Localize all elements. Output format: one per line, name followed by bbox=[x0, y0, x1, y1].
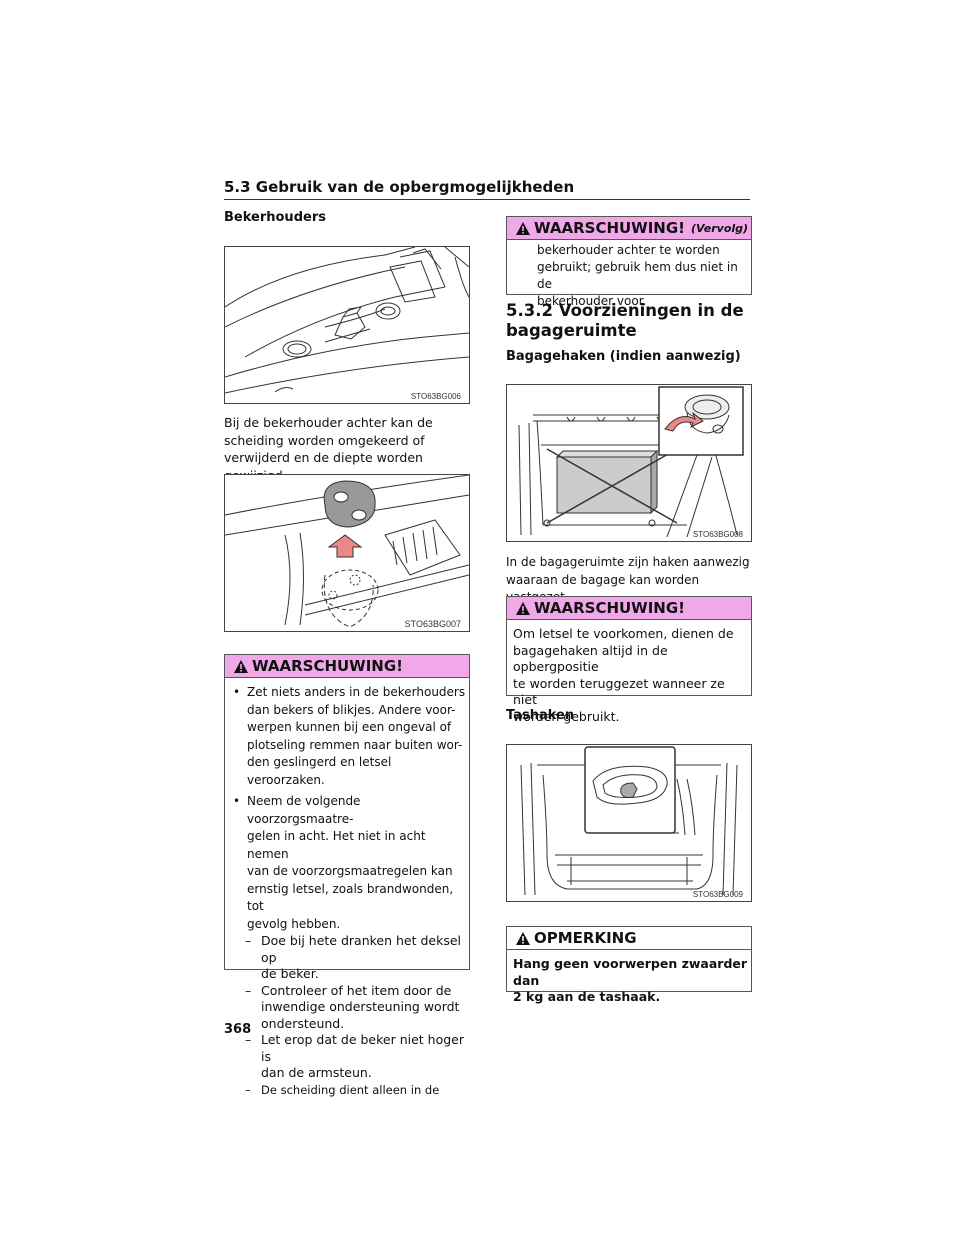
section-title: 5.3 Gebruik van de opbergmogelijkheden bbox=[224, 178, 575, 196]
dash-mark: – bbox=[245, 933, 252, 948]
bullet-dot: • bbox=[233, 685, 241, 699]
dash-mark: – bbox=[245, 1082, 251, 1097]
warning-dash-item: – Controleer of het item door de inwendi… bbox=[225, 983, 469, 1033]
bullet-dot: • bbox=[233, 794, 241, 808]
cupholder-paragraph: Bij de bekerhouder achter kan de scheidi… bbox=[224, 415, 433, 483]
figure-cupholder-console: STO63BG006 bbox=[224, 246, 470, 404]
warning-header: WAARSCHUWING! bbox=[225, 655, 469, 678]
cupholder-console-illustration bbox=[225, 247, 469, 394]
text-line: worden gebruikt. bbox=[513, 708, 620, 724]
luggage-hooks-illustration bbox=[518, 386, 744, 538]
text-line: de beker. bbox=[261, 966, 319, 981]
figure-code: STO63BG007 bbox=[404, 619, 461, 629]
text-line: In de bagageruimte zijn haken aanwezig bbox=[506, 555, 750, 569]
figure-cupholder-divider: STO63BG007 bbox=[224, 474, 470, 632]
figure-code: STO63BG008 bbox=[692, 530, 743, 539]
figure-code: STO63BG009 bbox=[692, 890, 743, 899]
text-line: inwendige ondersteuning wordt bbox=[261, 999, 460, 1014]
text-line: 2 kg aan de tashaak. bbox=[513, 989, 661, 1004]
text-line: Hang geen voorwerpen zwaarder dan bbox=[513, 956, 748, 988]
section-rule bbox=[224, 199, 750, 200]
warning-header: WAARSCHUWING! bbox=[507, 597, 751, 620]
warning-box: WAARSCHUWING! Om letsel te voorkomen, di… bbox=[506, 596, 752, 724]
text-line: Controleer of het item door de bbox=[261, 982, 452, 998]
warning-triangle-icon bbox=[516, 221, 530, 235]
warning-dash-item: – Doe bij hete dranken het deksel op de … bbox=[225, 933, 469, 983]
warning-triangle-icon bbox=[516, 931, 530, 945]
warning-dash-item: – Let erop dat de beker niet hoger is da… bbox=[225, 1032, 469, 1082]
text-line: bekerhouder voor. bbox=[537, 294, 647, 308]
cupholder-divider-illustration bbox=[225, 475, 469, 628]
warning-dash-item: – De scheiding dient alleen in de bbox=[225, 1082, 469, 1099]
text-line: ondersteund. bbox=[261, 1015, 345, 1031]
text-line: dan bekers of blikjes. Andere voor- bbox=[247, 702, 456, 717]
warning-bullet: • Neem de volgende voorzorgsmaatre- gele… bbox=[225, 793, 469, 933]
warning-header: WAARSCHUWING! (Vervolg) bbox=[507, 217, 751, 240]
dash-mark: – bbox=[245, 1032, 252, 1047]
text-line: gevolg hebben. bbox=[247, 916, 341, 931]
text-line: Doe bij hete dranken het deksel op bbox=[261, 933, 462, 965]
text-line: bagagehaken altijd in de opbergpositie bbox=[513, 642, 668, 675]
text-line: gelen in acht. Het niet in acht nemen bbox=[247, 829, 426, 861]
text-line: Let erop dat de beker niet hoger is bbox=[261, 1032, 465, 1064]
bag-hooks-illustration bbox=[520, 746, 738, 896]
text-line: van de voorzorgsmaatregelen kan bbox=[247, 864, 453, 878]
figure-luggage-hooks: STO63BG008 bbox=[506, 384, 752, 542]
text-line: te worden teruggezet wanneer ze niet bbox=[513, 675, 725, 708]
warning-title: WAARSCHUWING! bbox=[534, 219, 686, 237]
figure-code: STO63BG006 bbox=[410, 392, 461, 401]
warning-title: WAARSCHUWING! bbox=[252, 657, 404, 675]
note-title: OPMERKING bbox=[534, 929, 637, 947]
subsection-heading: 5.3.2 Voorzieningen in de bagageruimte bbox=[506, 301, 744, 341]
text-line: Zet niets anders in de bekerhouders bbox=[247, 685, 466, 699]
warning-title: WAARSCHUWING! bbox=[534, 599, 686, 617]
warning-box: WAARSCHUWING! • Zet niets anders in de b… bbox=[224, 654, 470, 1097]
page-number: 368 bbox=[224, 1022, 252, 1037]
cupholders-heading: Bekerhouders bbox=[224, 210, 326, 225]
warning-triangle-icon bbox=[234, 659, 248, 673]
warning-triangle-icon bbox=[516, 601, 530, 615]
text-line: gebruikt; gebruik hem dus niet in de bbox=[537, 260, 738, 291]
bag-hooks-heading: Tashaken bbox=[506, 708, 575, 723]
text-line: plotseling remmen naar buiten wor- bbox=[247, 737, 463, 752]
heading-line: 5.3.2 Voorzieningen in de bbox=[506, 301, 744, 320]
dash-mark: – bbox=[245, 982, 252, 998]
figure-bag-hooks: STO63BG009 bbox=[506, 744, 752, 902]
note-box: OPMERKING Hang geen voorwerpen zwaarder … bbox=[506, 926, 752, 1004]
luggage-hooks-heading: Bagagehaken (indien aanwezig) bbox=[506, 349, 741, 364]
text-line: Neem de volgende voorzorgsmaatre- bbox=[247, 794, 361, 826]
note-header: OPMERKING bbox=[507, 927, 751, 950]
text-line: Om letsel te voorkomen, dienen de bbox=[513, 626, 734, 641]
text-line: den geslingerd en letsel veroorzaken. bbox=[247, 755, 392, 787]
warning-box-continued: WAARSCHUWING! (Vervolg) bekerhouder acht… bbox=[506, 216, 752, 308]
text-line: bekerhouder achter te worden bbox=[537, 243, 720, 257]
text-line: ernstig letsel, zoals brandwonden, tot bbox=[247, 881, 454, 914]
text-line: De scheiding dient alleen in de bbox=[261, 1082, 440, 1097]
continued-label: (Vervolg) bbox=[691, 221, 749, 235]
heading-line: bagageruimte bbox=[506, 321, 637, 340]
text-line: dan de armsteun. bbox=[261, 1065, 372, 1080]
text-line: werpen kunnen bij een ongeval of bbox=[247, 720, 452, 734]
warning-bullet: • Zet niets anders in de bekerhouders da… bbox=[225, 684, 469, 789]
